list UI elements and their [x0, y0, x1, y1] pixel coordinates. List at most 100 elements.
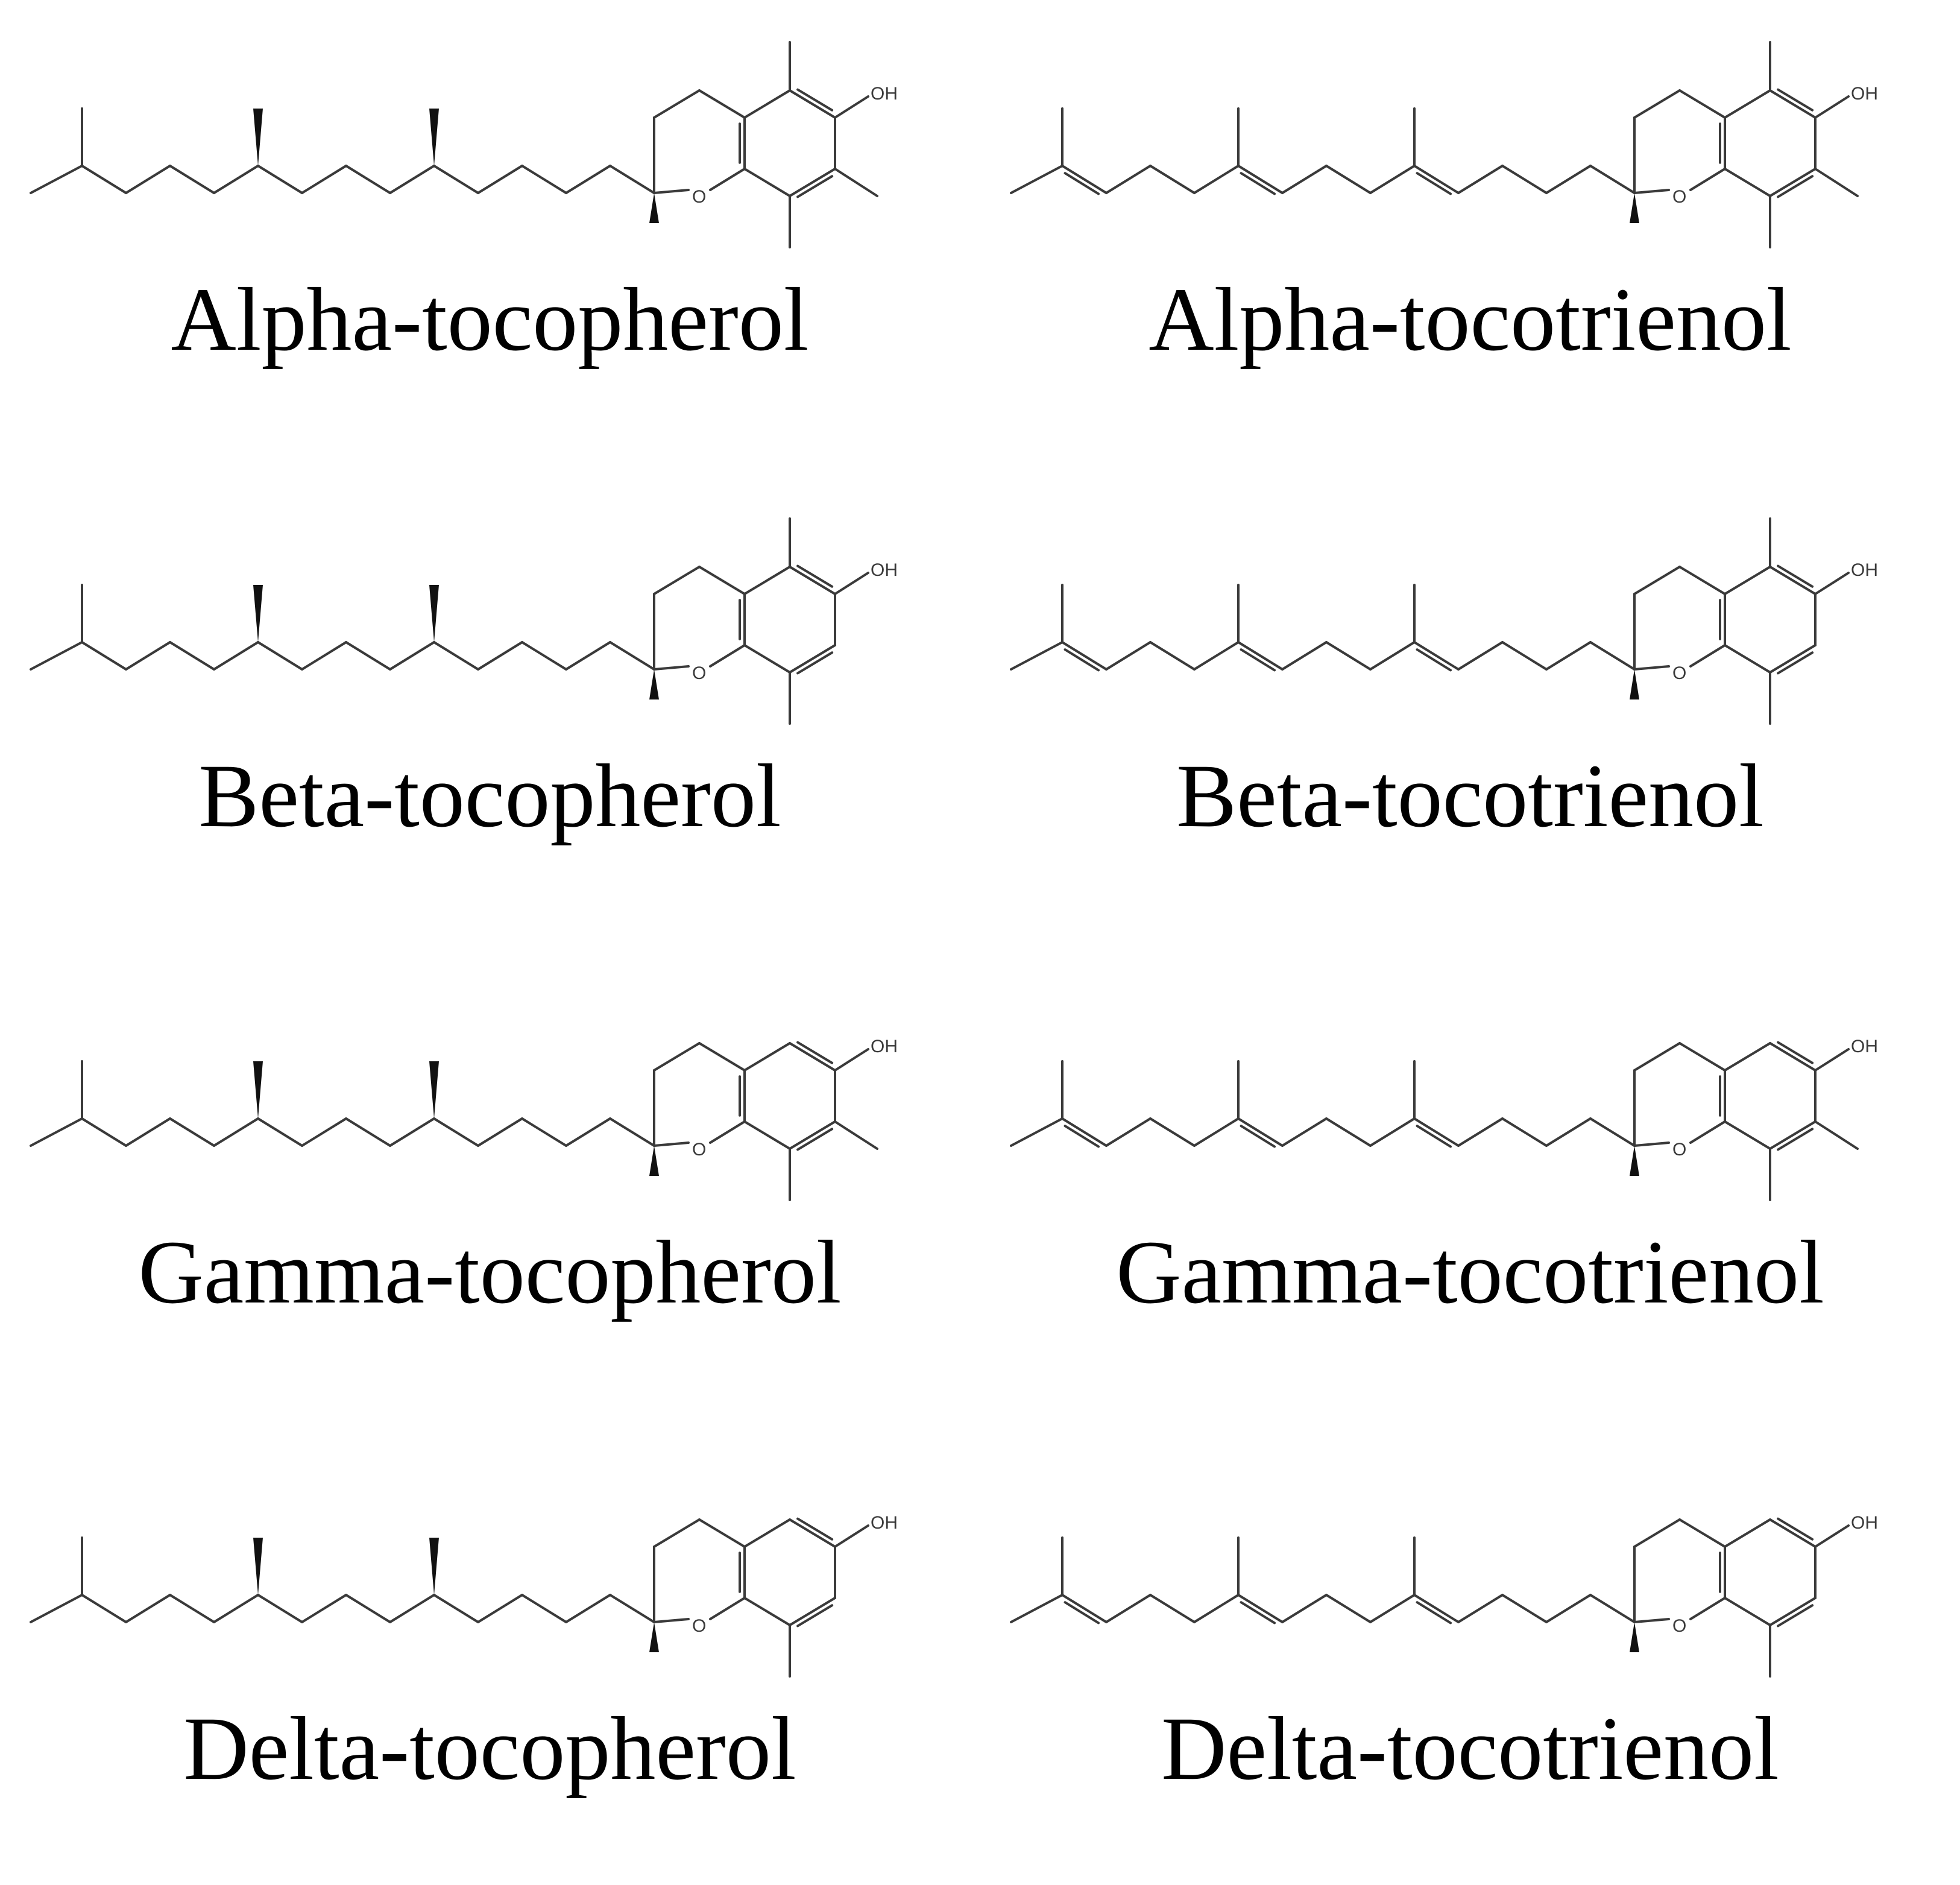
ether-bond — [1633, 1141, 1670, 1147]
chain-bond — [125, 1117, 171, 1147]
terminal-methyl — [1010, 1594, 1064, 1623]
chain-bond — [609, 165, 655, 194]
chain-bond — [433, 1594, 479, 1623]
chain-bond — [1369, 1594, 1416, 1623]
aromatic-bond — [1769, 168, 1817, 197]
chain-double-bond — [1413, 1594, 1460, 1623]
chain-bond — [389, 165, 435, 194]
chain-bond — [301, 641, 347, 671]
hydroxyl-bond — [1814, 1524, 1850, 1548]
chain-methyl-wedge — [429, 109, 439, 166]
terminal-methyl — [1010, 165, 1064, 194]
pyran-bond — [653, 89, 701, 119]
aromatic-bond — [789, 168, 836, 197]
aromatic-bond — [1769, 89, 1817, 119]
terminal-methyl — [30, 1117, 83, 1147]
aromatic-bond — [1724, 89, 1771, 119]
chain-double-bond-inner — [1064, 648, 1100, 672]
chain-bond — [169, 1117, 215, 1147]
ring-oxygen-label: O — [1672, 187, 1686, 207]
structure-alpha-tocopherol: OOH — [30, 41, 898, 248]
structure-beta-tocotrienol: OOH — [1010, 517, 1878, 725]
aromatic-bond-inner — [1777, 88, 1814, 112]
chain-bond — [521, 641, 567, 671]
chain-bond — [433, 641, 479, 671]
chain-methyl-wedge — [253, 585, 263, 642]
chain-bond — [257, 1594, 303, 1623]
chain-bond — [609, 641, 655, 671]
aromatic-bond-inner — [796, 651, 834, 675]
chain-bond — [1501, 641, 1548, 671]
c2-methyl-wedge — [649, 1622, 659, 1652]
chain-bond — [1369, 1117, 1416, 1147]
hydroxyl-label: OH — [1851, 1037, 1878, 1056]
chain-bond — [1589, 1117, 1636, 1147]
chain-bond — [1193, 1117, 1240, 1147]
chain-bond — [1281, 641, 1328, 671]
ether-bond — [709, 1120, 746, 1144]
c2-methyl-wedge — [649, 193, 659, 223]
aromatic-bond — [1724, 644, 1771, 674]
ring-oxygen-label: O — [1672, 1140, 1686, 1160]
chain-double-bond-inner — [1240, 1601, 1276, 1625]
ether-bond — [653, 665, 690, 671]
hydroxyl-label: OH — [871, 1513, 898, 1533]
chain-bond — [1281, 1117, 1328, 1147]
hydroxyl-bond — [834, 1048, 869, 1072]
chain-bond — [345, 1594, 391, 1623]
aromatic-bond-inner — [796, 88, 834, 112]
chain-bond — [389, 1117, 435, 1147]
chain-methyl-wedge — [253, 1061, 263, 1119]
chain-bond — [257, 641, 303, 671]
aromatic-bond — [743, 1042, 791, 1072]
aromatic-bond-inner — [1777, 1604, 1814, 1628]
methyl-c7 — [1814, 168, 1859, 197]
structure-delta-tocopherol: OOH — [30, 1513, 898, 1678]
chain-bond — [1501, 1117, 1548, 1147]
aromatic-bond — [789, 566, 836, 595]
compound-name: Gamma-tocopherol — [138, 1222, 842, 1322]
methyl-c7 — [834, 168, 878, 197]
chain-bond — [1457, 165, 1504, 194]
chain-bond — [1545, 1117, 1592, 1147]
aromatic-bond-inner — [1777, 1128, 1814, 1151]
c2-methyl-wedge — [1630, 669, 1639, 699]
compound-name: Alpha-tocotrienol — [1149, 270, 1792, 370]
chain-double-bond-inner — [1240, 1125, 1276, 1148]
chain-bond — [1589, 641, 1636, 671]
aromatic-bond — [743, 1518, 791, 1548]
chain-bond — [1501, 165, 1548, 194]
structure-gamma-tocopherol: OOH — [30, 1037, 898, 1201]
aromatic-bond — [1769, 1597, 1817, 1626]
chain-double-bond — [1061, 1117, 1108, 1147]
hydroxyl-bond — [834, 95, 869, 119]
aromatic-bond — [1724, 168, 1771, 197]
chain-bond — [1149, 641, 1196, 671]
chain-bond — [125, 641, 171, 671]
chain-double-bond-inner — [1240, 172, 1276, 195]
chain-bond — [1369, 641, 1416, 671]
chain-double-bond — [1413, 641, 1460, 671]
aromatic-bond — [743, 168, 791, 197]
chain-bond — [477, 641, 523, 671]
compound-name: Beta-tocotrienol — [1176, 746, 1764, 846]
aromatic-bond — [1769, 1518, 1817, 1548]
chain-bond — [1105, 1117, 1152, 1147]
methyl-c7 — [834, 1120, 878, 1150]
chain-bond — [433, 165, 479, 194]
aromatic-bond — [1724, 1518, 1771, 1548]
chain-bond — [1325, 1594, 1372, 1623]
aromatic-bond — [743, 1597, 791, 1626]
ether-bond — [1633, 665, 1670, 671]
ring-oxygen-label: O — [692, 1140, 706, 1160]
pyran-bond — [1633, 1042, 1681, 1072]
aromatic-bond — [789, 644, 836, 674]
c2-methyl-wedge — [1630, 193, 1639, 223]
aromatic-bond — [789, 89, 836, 119]
chain-bond — [609, 1117, 655, 1147]
chain-bond — [389, 1594, 435, 1623]
aromatic-bond — [743, 89, 791, 119]
chain-double-bond — [1061, 641, 1108, 671]
chain-bond — [1545, 1594, 1592, 1623]
